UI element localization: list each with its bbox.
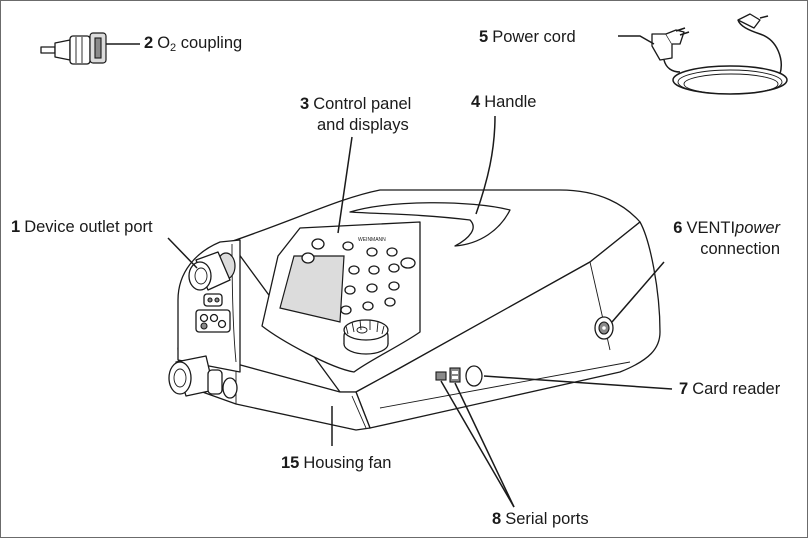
ventipower-socket: [594, 316, 614, 340]
brand-text: WEINMANN: [358, 237, 386, 243]
card-reader-slot: [465, 365, 483, 387]
panel-buttons: [301, 238, 416, 315]
rotary-knob: [343, 319, 389, 355]
device-body: WEINMANN: [168, 189, 661, 431]
front-panel-connectors: [195, 293, 231, 333]
o2-coupling-part: [40, 32, 107, 65]
serial-port-pair: [435, 367, 461, 383]
power-cord-part: [651, 13, 788, 95]
lower-fittings: [168, 355, 238, 399]
outlet-port-top: [188, 251, 236, 291]
leader-lines: [106, 35, 673, 508]
